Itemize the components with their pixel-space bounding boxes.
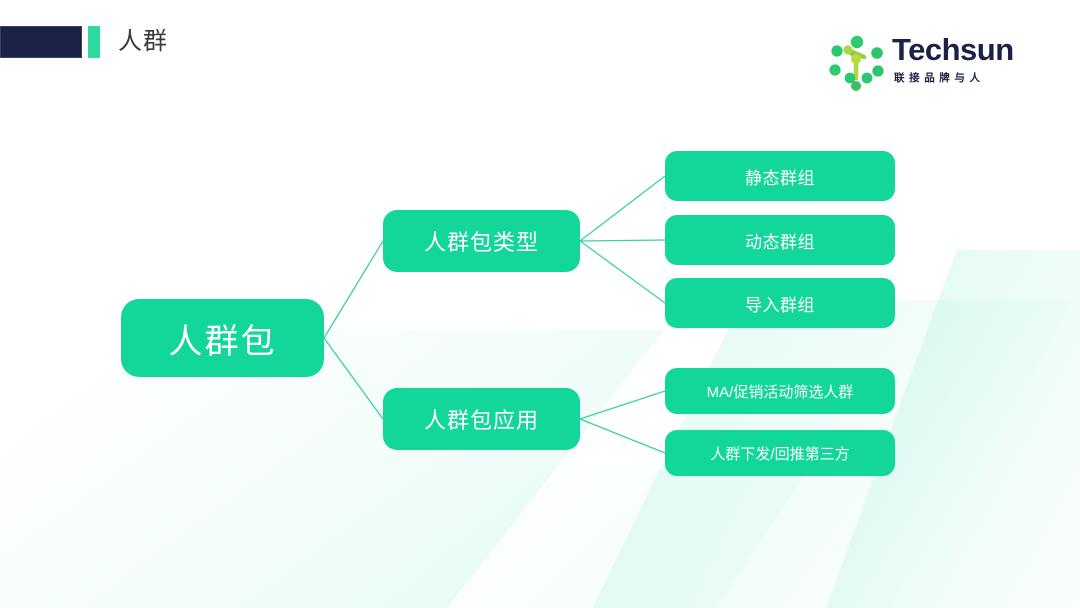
node-ma-cuxiao-huodong[interactable]: MA/促销活动筛选人群 <box>665 368 895 414</box>
logo-text-block: Techsun 联接品牌与人 <box>892 32 1018 86</box>
node-daoru-qunzu[interactable]: 导入群组 <box>665 278 895 328</box>
edge-root-to-type <box>323 240 384 339</box>
logo-tagline: 联接品牌与人 <box>894 72 985 84</box>
edge-apply-to-push <box>579 418 666 454</box>
header-navy-block <box>0 26 82 58</box>
slide-header: 人群 <box>0 0 1080 110</box>
techsun-node-mark-icon <box>826 34 886 92</box>
node-renqunbao-root[interactable]: 人群包 <box>121 299 324 377</box>
node-renqunbao-leixing[interactable]: 人群包类型 <box>383 210 580 272</box>
node-renqunbao-yingyong[interactable]: 人群包应用 <box>383 388 580 450</box>
node-renqun-xiafa-huitui[interactable]: 人群下发/回推第三方 <box>665 430 895 476</box>
edge-root-to-apply <box>323 337 384 420</box>
edge-type-to-import <box>579 240 666 304</box>
node-jingtai-qunzu[interactable]: 静态群组 <box>665 151 895 201</box>
logo-wordmark: Techsun <box>892 32 1014 67</box>
edge-type-to-dynamic <box>579 239 666 242</box>
page-title: 人群 <box>118 28 168 55</box>
header-accent-bar <box>88 26 100 58</box>
edge-type-to-static <box>579 175 666 242</box>
edge-apply-to-ma <box>579 390 666 420</box>
techsun-logo: Techsun 联接品牌与人 <box>826 32 1016 94</box>
node-dongtai-qunzu[interactable]: 动态群组 <box>665 215 895 265</box>
